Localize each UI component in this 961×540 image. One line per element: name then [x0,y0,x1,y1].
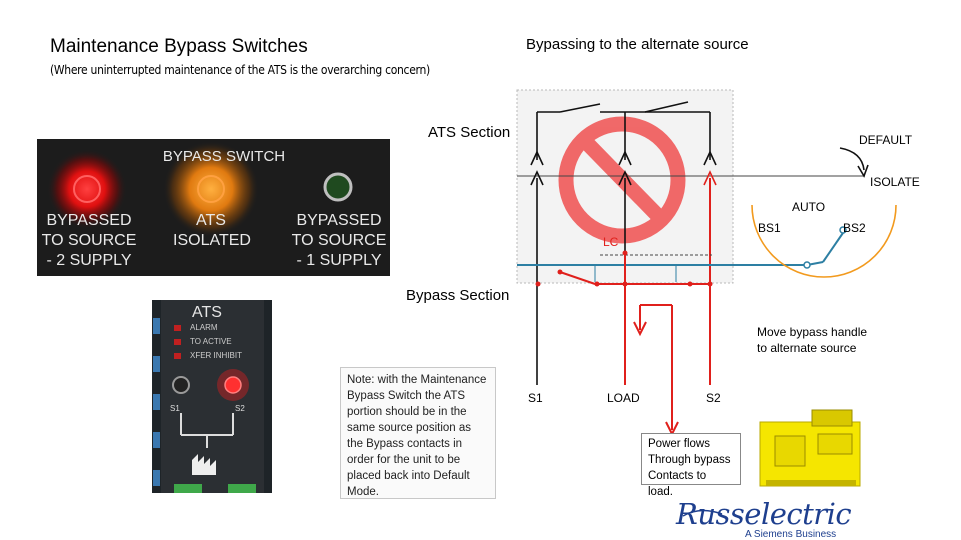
no-symbol-icon [558,116,686,244]
ats-s1-label: S1 [170,404,180,413]
auto-arc [751,204,897,278]
page-subtitle: (Where uninterrupted maintenance of the … [50,63,430,77]
label-ats-isolated: ATS ISOLATED [173,212,251,249]
auto-label: AUTO [792,200,826,214]
load-label: LOAD [607,391,640,405]
logo-tagline: A Siemens Business [745,529,837,540]
label-bypassed-source1: BYPASSED TO SOURCE - 1 SUPPLY [291,212,387,269]
lc-label: LC [603,235,619,249]
ats-isolated-light-icon [163,141,259,237]
ats-s2-label: S2 [235,404,245,413]
power-flows-box: Power flows Through bypass Contacts to l… [641,433,741,498]
bypass-switch-panel: BYPASS SWITCH BYPASSED TO SOURCE - 2 SUP… [37,139,390,276]
s2-light-icon [224,376,242,394]
bs2-label: BS2 [843,221,866,235]
ats-section-label: ATS Section [428,124,511,141]
label-bypassed-source2: BYPASSED TO SOURCE - 2 SUPPLY [41,212,137,269]
source1-light-icon [323,172,353,202]
ats-item-alarm: ALARM [190,323,218,332]
note-box: Note: with the Maintenance Bypass Switch… [340,367,496,499]
panel-lights [47,141,353,237]
ats-item-xfer-inhibit: XFER INHIBIT [190,351,243,360]
default-label: DEFAULT [859,133,913,147]
move-handle-note: Move bypass handle to alternate source [757,325,868,355]
s2-label: S2 [706,391,721,405]
source2-light-icon [47,149,127,229]
ats-item-to-active: TO ACTIVE [190,337,232,346]
russelectric-logo: Russelectric [676,497,852,531]
isolate-label: ISOLATE [870,175,920,189]
panel-header: BYPASS SWITCH [162,148,286,165]
ats-panel-title: ATS [192,304,222,321]
bs1-label: BS1 [758,221,781,235]
diagram-heading: Bypassing to the alternate source [526,36,749,53]
s1-label: S1 [528,391,543,405]
s1-light-icon [172,376,190,394]
factory-icon [192,454,216,475]
ats-controller-panel: ATS ALARM TO ACTIVE XFER INHIBIT S1 S2 [152,300,272,493]
page-title: Maintenance Bypass Switches [50,36,308,57]
isolate-arrow-icon [857,164,869,178]
bypass-section-label: Bypass Section [406,287,510,304]
generator-icon [759,409,861,487]
ats-section-boundary [516,89,734,284]
